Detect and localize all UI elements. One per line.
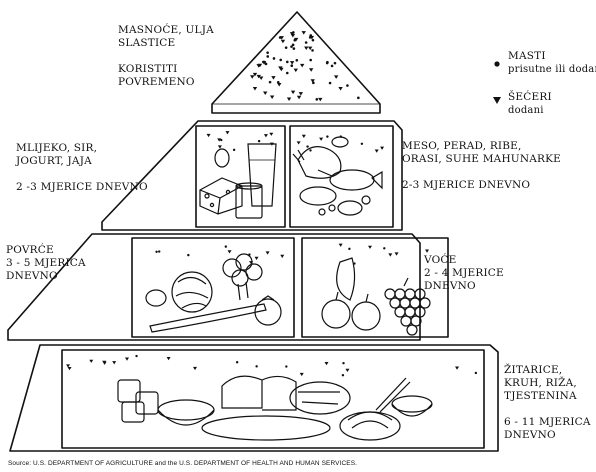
pyramid-tier-fats [211, 11, 381, 114]
fats-label: MASNOĆE, ULJA SLASTICE KORISTITI POVREME… [118, 24, 214, 88]
fruit-label: VOĆE 2 - 4 MJERICE DNEVNO [424, 254, 504, 292]
pyramid-tier-grains [9, 344, 499, 452]
meat-label: MESO, PERAD, RIBE, ORASI, SUHE MAHUNARKE… [402, 140, 562, 191]
fat-dot-icon [494, 61, 500, 67]
fat-sugar-symbols [250, 31, 360, 102]
fruit-illustration [321, 257, 431, 336]
sugar-triangle-icon [493, 97, 501, 104]
vegetable-illustration [145, 253, 282, 333]
grain-label: ŽITARICE, KRUH, RIŽA, TJESTENINA 6 - 11 … [504, 364, 591, 441]
dairy-illustration [199, 143, 277, 219]
source-note: Source: U.S. DEPARTMENT OF AGRICULTURE a… [8, 460, 358, 467]
meat-panel [289, 125, 394, 228]
dairy-label: MLIJEKO, SIR, JOGURT, JAJA 2 -3 MJERICE … [16, 142, 148, 193]
vegetable-panel [131, 237, 295, 338]
dairy-panel [195, 125, 286, 228]
pyramid-tier-veg-fruit [7, 233, 421, 341]
pyramid-tier-dairy-meat [101, 120, 403, 231]
grain-illustration [117, 375, 433, 441]
grain-panel [61, 349, 485, 449]
vegetable-label: POVRĆE 3 - 5 MJERICA DNEVNO [6, 244, 86, 282]
meat-illustration [292, 136, 383, 216]
legend-sugar: ŠEĆERI dodani [508, 91, 552, 116]
fruit-panel [301, 237, 449, 338]
legend-fat: MASTI prisutne ili dodane [508, 50, 596, 75]
